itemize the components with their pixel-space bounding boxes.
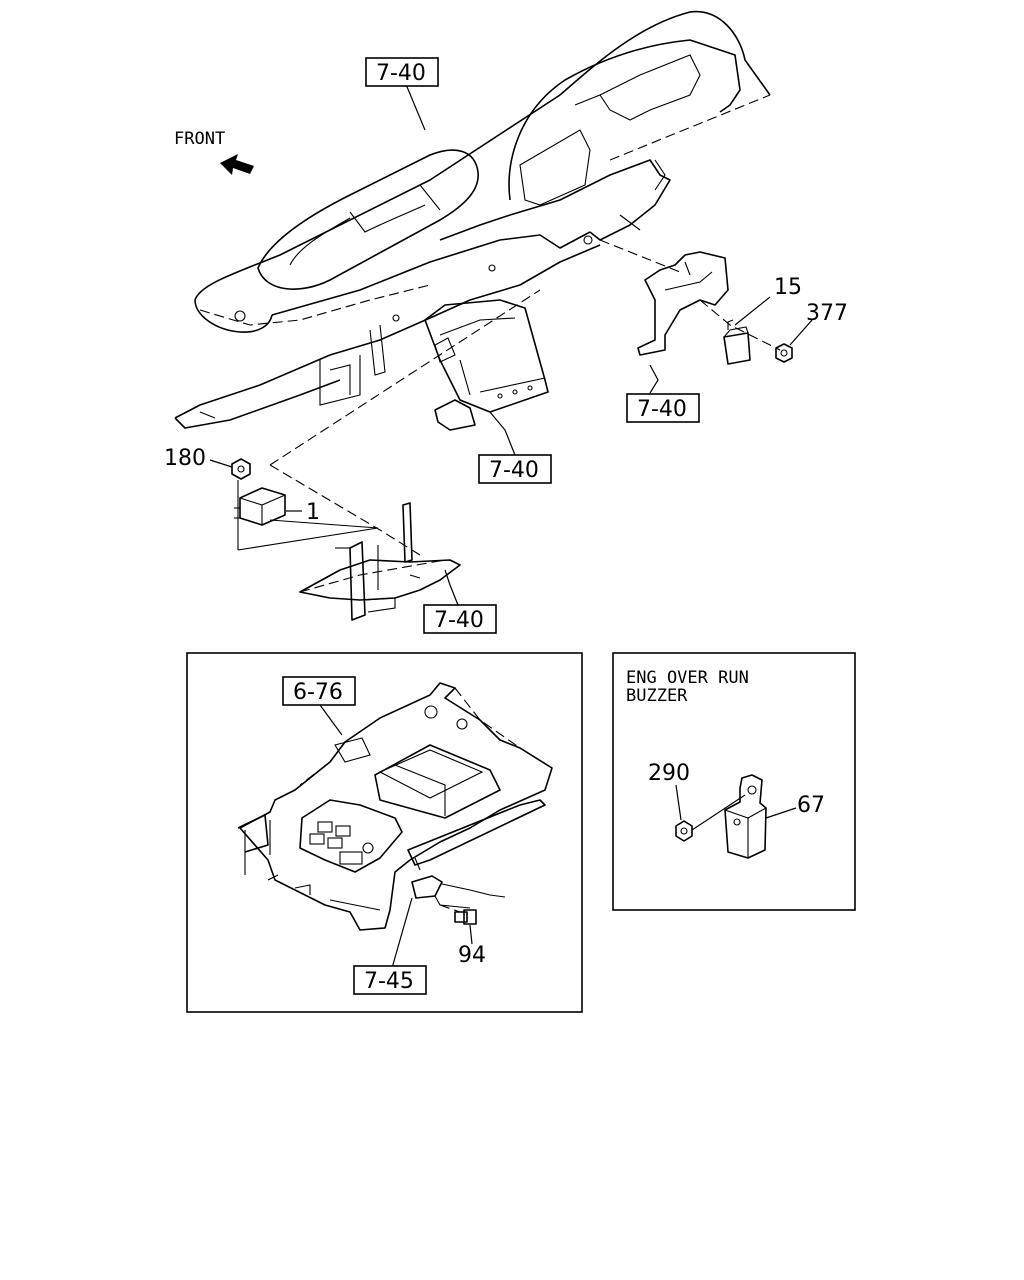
- nut-377-icon: [775, 343, 793, 363]
- part-number-377: 377: [806, 301, 848, 326]
- nut-290-icon: [675, 820, 693, 842]
- inset-title-line-2: BUZZER: [626, 686, 688, 706]
- screw-94-icon: [454, 909, 477, 925]
- part-number-67: 67: [797, 793, 825, 818]
- ref-box-dash-top: 7-40: [365, 57, 439, 87]
- part-number-1: 1: [306, 500, 320, 525]
- part-number-94: 94: [458, 943, 486, 968]
- inset-title-line-1: ENG OVER RUN: [626, 668, 749, 688]
- svg-text:7-40: 7-40: [376, 61, 426, 86]
- instrument-panel: [194, 10, 771, 333]
- ref-box-console-top: 6-76: [282, 676, 356, 706]
- nut-180-icon: [231, 458, 251, 480]
- part-number-15: 15: [774, 275, 802, 300]
- buzzer-67: [724, 774, 767, 859]
- ref-box-mid: 7-40: [478, 454, 552, 484]
- part-number-290: 290: [648, 761, 690, 786]
- center-stay-bracket: [424, 299, 549, 431]
- right-side-bracket: [599, 239, 729, 356]
- ref-box-lower: 7-40: [423, 604, 497, 634]
- ref-box-console-bottom: 7-45: [353, 965, 427, 995]
- lower-bracket: [299, 502, 461, 621]
- buzzer-inset: ENG OVER RUN BUZZER 290 67: [612, 652, 856, 911]
- svg-text:6-76: 6-76: [293, 680, 343, 705]
- svg-text:7-40: 7-40: [489, 458, 539, 483]
- svg-text:7-45: 7-45: [364, 969, 414, 994]
- svg-text:7-40: 7-40: [434, 608, 484, 633]
- console-inset: 6-76 7-45 94: [186, 652, 583, 1013]
- ref-box-bracket-right: 7-40: [626, 393, 700, 423]
- part-number-180: 180: [164, 446, 206, 471]
- relay-15: [723, 319, 751, 365]
- unit-1: [234, 487, 286, 526]
- front-arrow-icon: [220, 154, 254, 175]
- front-label: FRONT: [174, 129, 225, 149]
- cross-member: [174, 235, 601, 429]
- svg-text:7-40: 7-40: [637, 397, 687, 422]
